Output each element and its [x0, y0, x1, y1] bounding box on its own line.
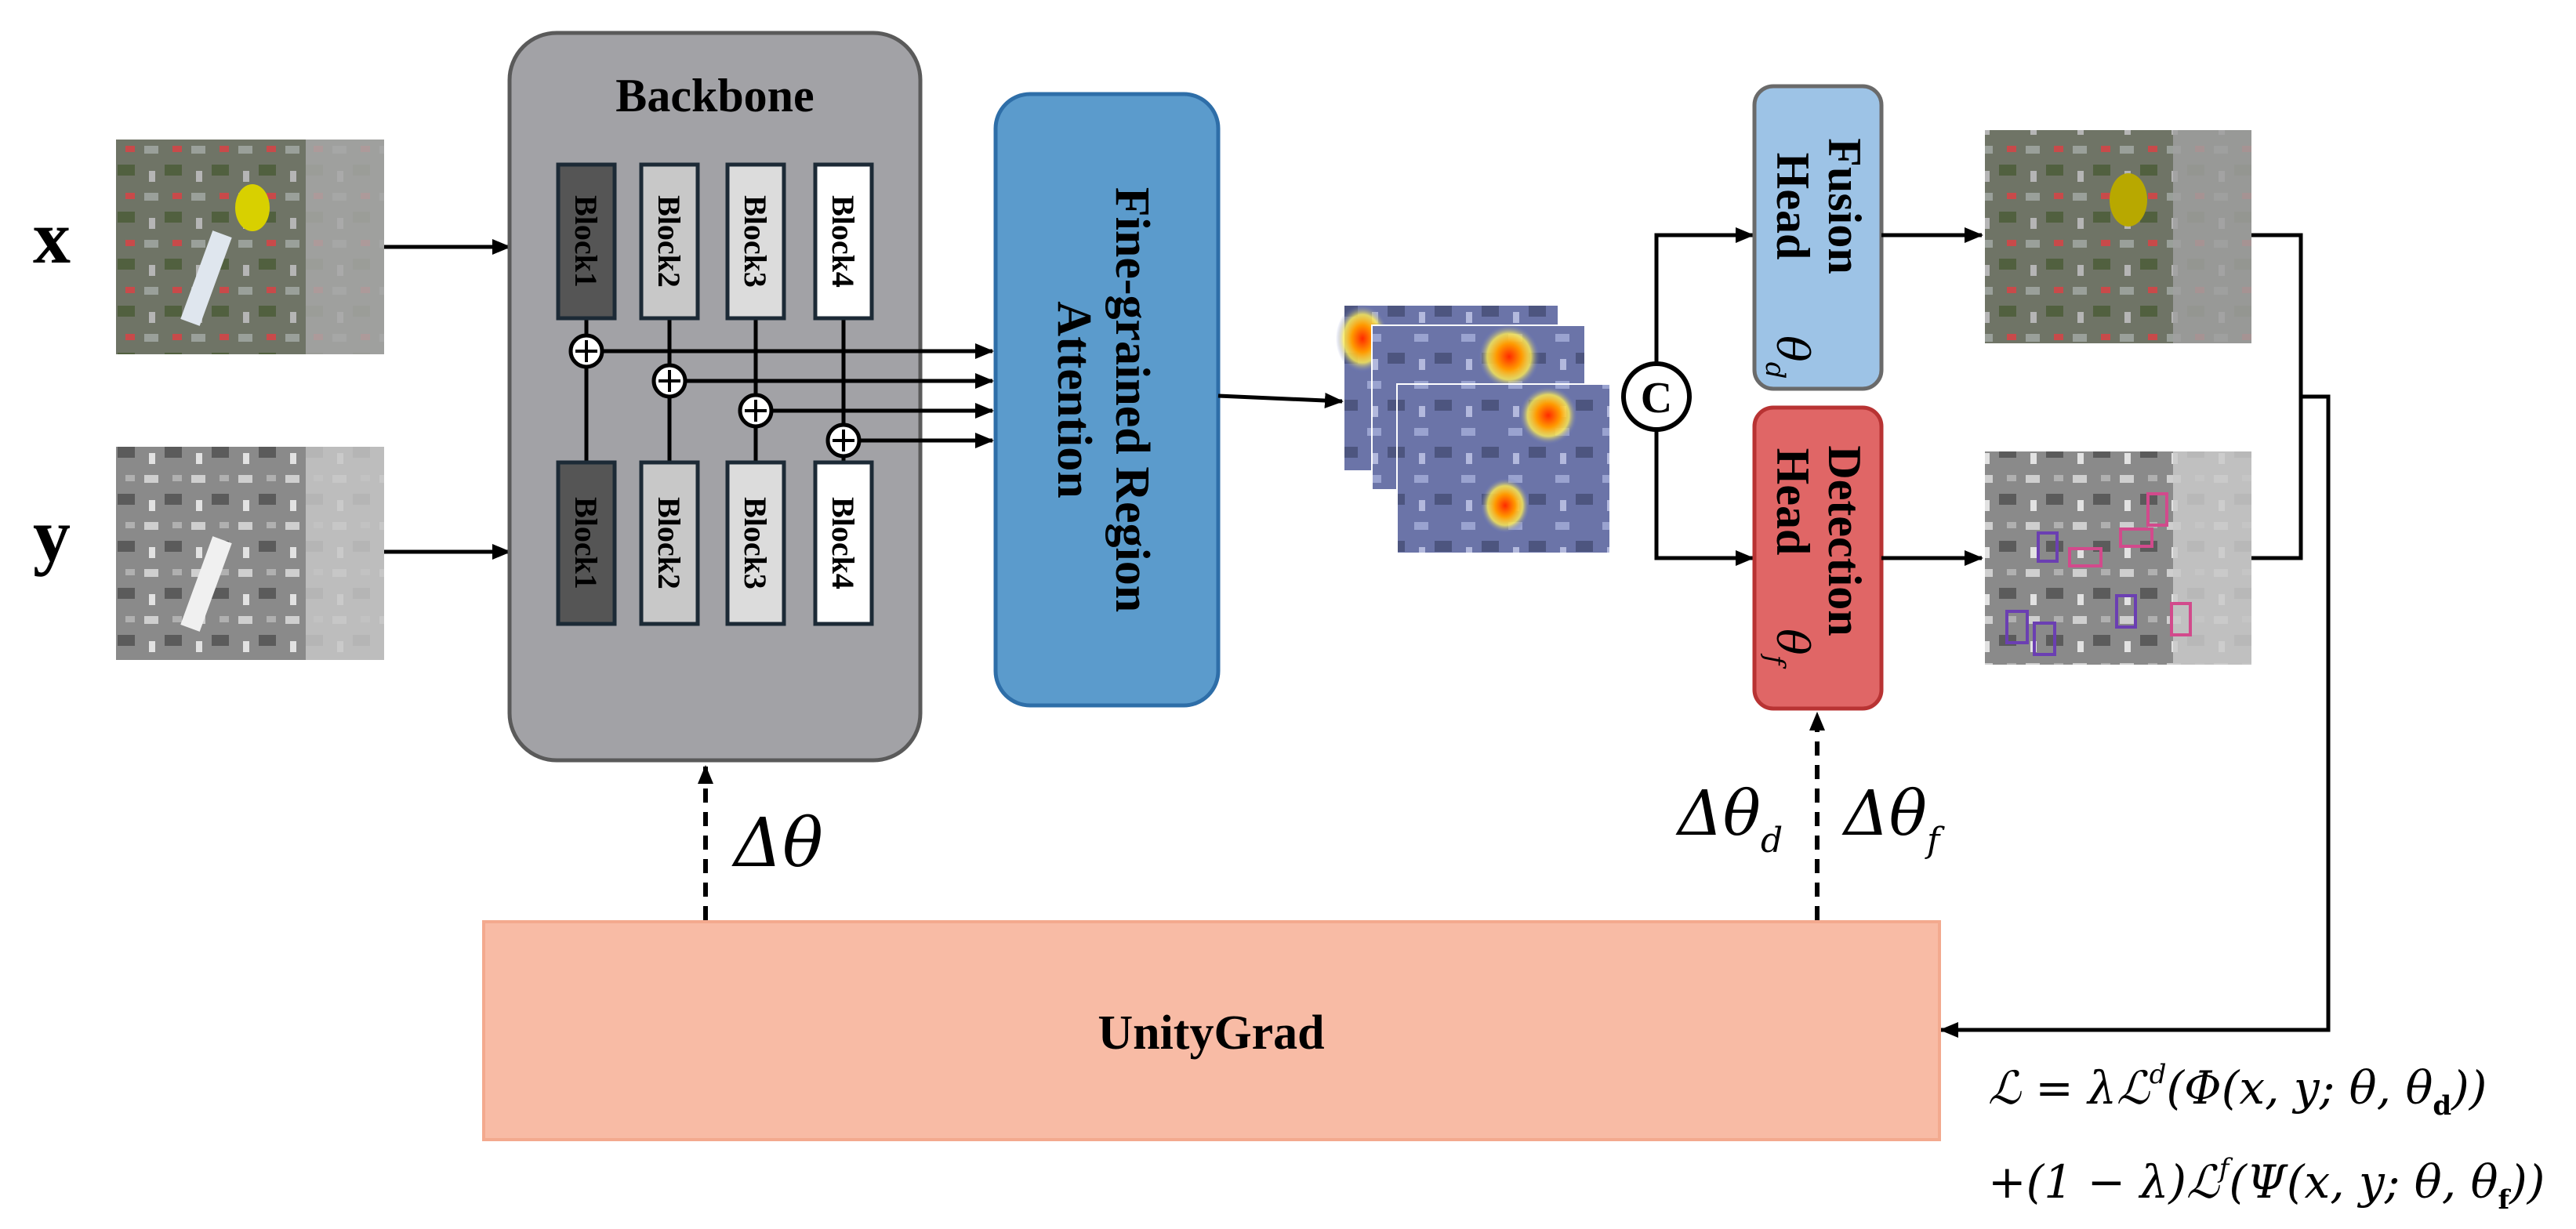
- backbone-top-block-label-3: Block3: [738, 195, 773, 288]
- backbone-bottom-block-label-4: Block4: [825, 497, 861, 589]
- input-x-label: x: [33, 195, 71, 279]
- backbone-top-block-2: [639, 162, 700, 321]
- fusion-head-box: [1752, 84, 1884, 391]
- concat-symbol: C: [1641, 374, 1672, 422]
- loss-formula-line1: ℒ = λℒd(Φ(x, y; θ, θd)): [1988, 1059, 2487, 1122]
- backbone-top-block-1: [556, 162, 617, 321]
- attention-label-line2: Attention: [1047, 301, 1101, 498]
- backbone-bottom-block-label-3: Block3: [738, 497, 773, 589]
- backbone-box: [507, 31, 923, 763]
- backbone-bottom-block-4: [813, 460, 874, 626]
- attention-label-line1: Fine-grained Region: [1105, 187, 1159, 612]
- backbone-bottom-block-1: [556, 460, 617, 626]
- fusion-head-line1: Fusion: [1819, 138, 1870, 274]
- backbone-bottom-block-label-2: Block2: [651, 497, 687, 589]
- detection-gradient-label: Δθf: [1841, 777, 1945, 861]
- input-y-label: y: [33, 493, 71, 577]
- output-detection-image: [1985, 451, 2251, 665]
- backbone-bottom-block-2: [639, 460, 700, 626]
- unitygrad-label: UnityGrad: [1098, 1006, 1324, 1060]
- fusion-gradient-label: Δθd: [1675, 777, 1783, 861]
- input-image-y: [116, 447, 384, 660]
- detection-head-line2: Head: [1767, 448, 1819, 556]
- attention-box: [993, 92, 1221, 708]
- backbone-top-block-3: [725, 162, 786, 321]
- feature-heatmaps: [1336, 304, 1611, 554]
- fusion-head-param: θd: [1759, 335, 1817, 379]
- backbone-top-block-label-4: Block4: [825, 195, 861, 288]
- backbone-top-block-label-1: Block1: [568, 195, 604, 288]
- fusion-head-line2: Head: [1767, 153, 1819, 260]
- loss-formula-line2: +(1 − λ)ℒf(Ψ(x, y; θ, θf)): [1988, 1153, 2545, 1216]
- output-fusion-image: [1985, 130, 2251, 343]
- input-image-x: [116, 140, 384, 354]
- unitygrad-box: [482, 920, 1941, 1141]
- detection-head-line1: Detection: [1819, 445, 1870, 636]
- backbone-bottom-block-3: [725, 460, 786, 626]
- backbone-title: Backbone: [615, 70, 814, 121]
- backbone-bottom-block-label-1: Block1: [568, 497, 604, 589]
- backbone-top-block-label-2: Block2: [651, 195, 687, 288]
- backbone-gradient-label: Δθ: [731, 804, 823, 883]
- backbone-top-block-4: [813, 162, 874, 321]
- backbone-blocks: Block1Block1Block2Block2Block3Block3Bloc…: [556, 162, 994, 626]
